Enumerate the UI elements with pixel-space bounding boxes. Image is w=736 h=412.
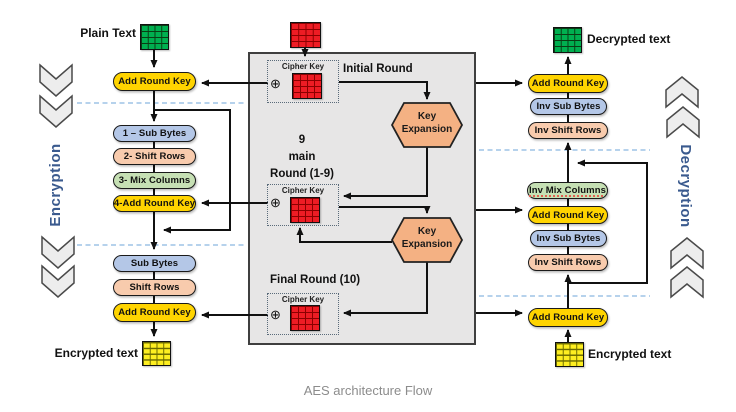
enc-sub-bytes: 1 – Sub Bytes: [113, 125, 196, 142]
plain-text-label: Plain Text: [80, 26, 136, 40]
enc-final-sub-bytes: Sub Bytes: [113, 255, 196, 272]
decryption-side-label: Decryption: [677, 144, 694, 228]
cipher-key-box-final: [267, 293, 339, 335]
decrypted-state-icon: [553, 27, 582, 53]
enc-add-round-key-main: 4-Add Round Key: [113, 195, 196, 212]
enc-add-round-key-initial: Add Round Key: [113, 72, 196, 91]
round-key-state-icon-initial: [292, 73, 322, 99]
dec-inv-mix-columns-text: Inv Mix Columns: [529, 185, 606, 196]
key-schedule-panel: [248, 52, 476, 345]
plain-text-state-icon: [140, 24, 169, 50]
main-rounds-count-label: 9: [298, 134, 306, 146]
initial-round-label: Initial Round: [343, 63, 413, 75]
encrypted-text-label-right: Encrypted text: [588, 347, 672, 361]
figure-caption: AES architecture Flow: [303, 383, 433, 398]
dec-inv-sub-bytes-top: Inv Sub Bytes: [530, 98, 607, 115]
dec-add-round-key-top: Add Round Key: [528, 74, 608, 93]
encryption-side-label: Encryption: [47, 143, 64, 227]
encryption-direction-chevrons: [39, 63, 75, 298]
dec-inv-mix-columns: Inv Mix Columns: [527, 182, 608, 199]
enc-final-shift-rows: Shift Rows: [113, 279, 196, 296]
cipher-key-box-initial: [267, 60, 339, 103]
key-expansion-hexagons: [390, 102, 464, 263]
enc-mix-columns: 3- Mix Columns: [113, 172, 196, 189]
encrypted-state-icon-left: [142, 341, 171, 366]
cipher-key-box-main: [267, 184, 339, 226]
dec-inv-shift-rows-top: Inv Shift Rows: [528, 122, 608, 139]
encrypted-state-icon-right: [555, 342, 584, 367]
round-key-state-icon-main: [290, 197, 320, 223]
dec-add-round-key-main: Add Round Key: [528, 206, 608, 224]
cipher-key-label-final: Cipher Key: [281, 295, 325, 304]
round-key-state-icon-final: [290, 305, 320, 331]
xor-icon-initial: ⊕: [270, 76, 281, 91]
key-expansion-2-label-line1: Key: [417, 226, 437, 237]
xor-icon-final: ⊕: [270, 307, 281, 322]
cipher-key-state-icon-top: [290, 22, 321, 48]
key-expansion-1-label-line2: Expansion: [401, 124, 453, 135]
dec-inv-shift-rows-main: Inv Shift Rows: [528, 254, 608, 271]
final-round-label: Final Round (10): [270, 274, 361, 286]
dec-add-round-key-bottom: Add Round Key: [528, 308, 608, 327]
key-expansion-1-label-line1: Key: [417, 111, 437, 122]
decryption-direction-chevrons: [665, 76, 704, 299]
cipher-key-label-main: Cipher Key: [281, 186, 325, 195]
encrypted-text-label-left: Encrypted text: [54, 346, 138, 360]
main-rounds-range-label: Round (1-9): [270, 168, 334, 180]
enc-final-add-round-key: Add Round Key: [113, 303, 196, 322]
decrypted-text-label: Decrypted text: [587, 32, 671, 46]
enc-shift-rows: 2- Shift Rows: [113, 148, 196, 165]
flow-arrows: [150, 48, 648, 342]
xor-icon-main: ⊕: [270, 195, 281, 210]
dec-inv-sub-bytes-main: Inv Sub Bytes: [530, 230, 607, 247]
main-rounds-word-label: main: [288, 151, 316, 163]
cipher-key-label-initial: Cipher Key: [281, 62, 325, 71]
round-separator-dashes: [77, 102, 650, 297]
key-expansion-2-label-line2: Expansion: [401, 239, 453, 250]
